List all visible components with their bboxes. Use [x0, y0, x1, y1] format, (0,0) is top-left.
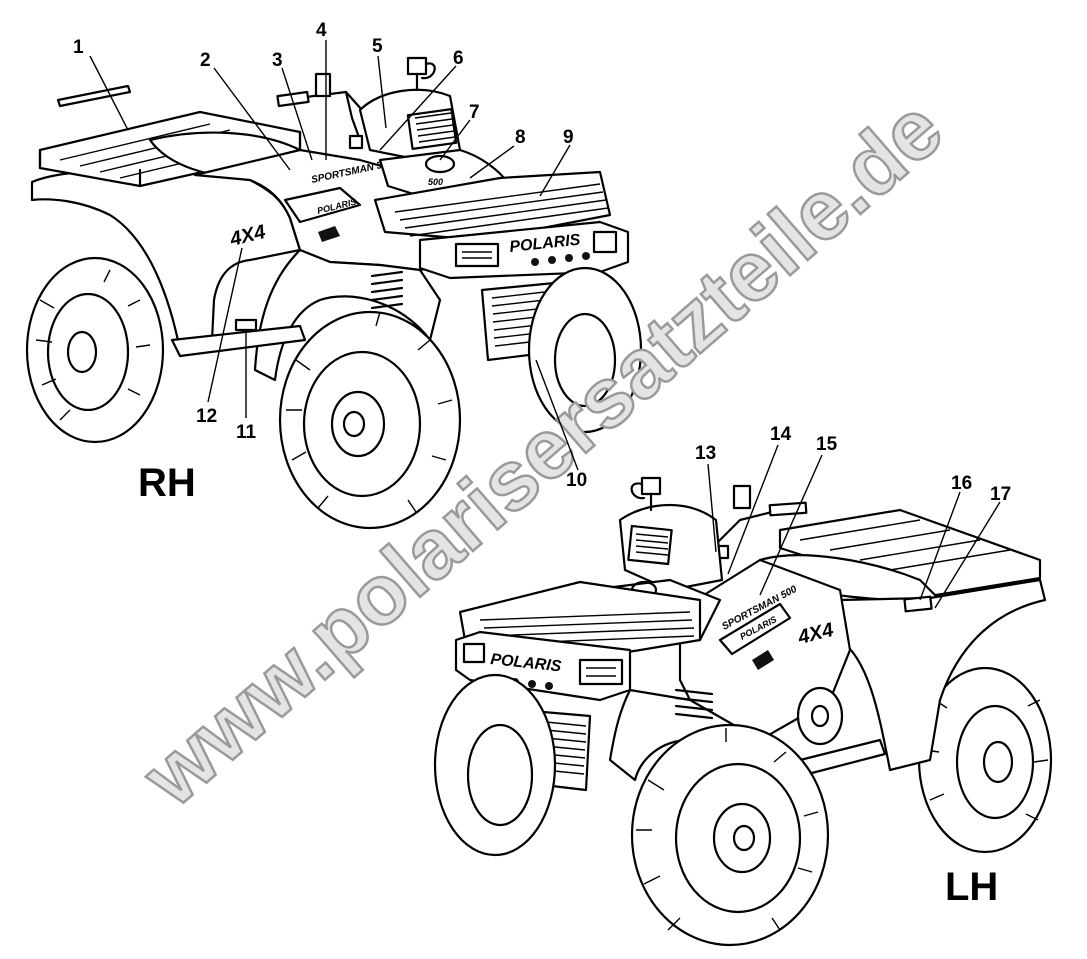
callout-6: 6	[453, 48, 464, 69]
lh-rear-rack	[778, 508, 1042, 598]
rh-shock	[370, 270, 404, 310]
lh-engine-cover	[796, 686, 844, 746]
callout-9: 9	[563, 127, 574, 148]
rh-front-wheel	[278, 310, 462, 530]
rh-decal-1	[56, 84, 132, 108]
rh-decal-slash	[318, 226, 340, 242]
rh-front-fender	[253, 248, 442, 382]
callout-1: 1	[73, 37, 84, 58]
callout-5: 5	[372, 36, 383, 57]
lh-decal-16	[903, 595, 933, 613]
rh-front-rack	[373, 170, 612, 242]
label-lh: LH	[945, 865, 998, 909]
callout-numbers: 1 2 3 4 5 6 7 8 9 10 11 12 13 14 15 16 1…	[73, 20, 1011, 505]
atv-left-side-drawing: 4X4 SPORTSMAN 500 POLARIS 500	[433, 476, 1053, 947]
rh-front-far-wheel	[527, 266, 643, 434]
rh-headlight-pod	[358, 56, 462, 162]
callout-2: 2	[200, 50, 211, 71]
callout-8: 8	[515, 127, 526, 148]
callout-16: 16	[951, 473, 972, 494]
lh-handlebar	[698, 484, 808, 562]
lh-decal-stripe	[718, 602, 792, 656]
lh-rear-fender	[838, 578, 1047, 772]
callout-leaders	[89, 40, 1001, 609]
label-rh: RH	[138, 461, 196, 505]
callout-12: 12	[196, 406, 217, 427]
callout-7: 7	[469, 102, 480, 123]
callout-13: 13	[695, 443, 716, 464]
callout-15: 15	[816, 434, 838, 455]
rh-decal-stripe	[283, 186, 362, 224]
rh-decal-500: 500	[428, 177, 443, 187]
callout-17: 17	[990, 484, 1011, 505]
rh-footrest	[170, 324, 307, 358]
atv-right-side-drawing: 4X4 SPORTSMAN 500 POLARIS 500	[25, 56, 643, 530]
lh-front-wheel	[630, 723, 830, 947]
lh-footrest	[798, 738, 887, 776]
callout-11: 11	[236, 422, 257, 443]
callout-4: 4	[316, 20, 327, 41]
lh-shock	[674, 688, 714, 720]
rh-front-bumper: POLARIS	[418, 220, 630, 280]
lh-decal-slash	[752, 650, 774, 670]
lh-headlight-pod	[618, 476, 724, 592]
callout-10: 10	[566, 470, 587, 491]
lh-front-far-wheel	[433, 673, 557, 857]
callout-3: 3	[272, 50, 283, 71]
rh-rear-wheel	[25, 256, 165, 444]
callout-14: 14	[770, 424, 792, 445]
